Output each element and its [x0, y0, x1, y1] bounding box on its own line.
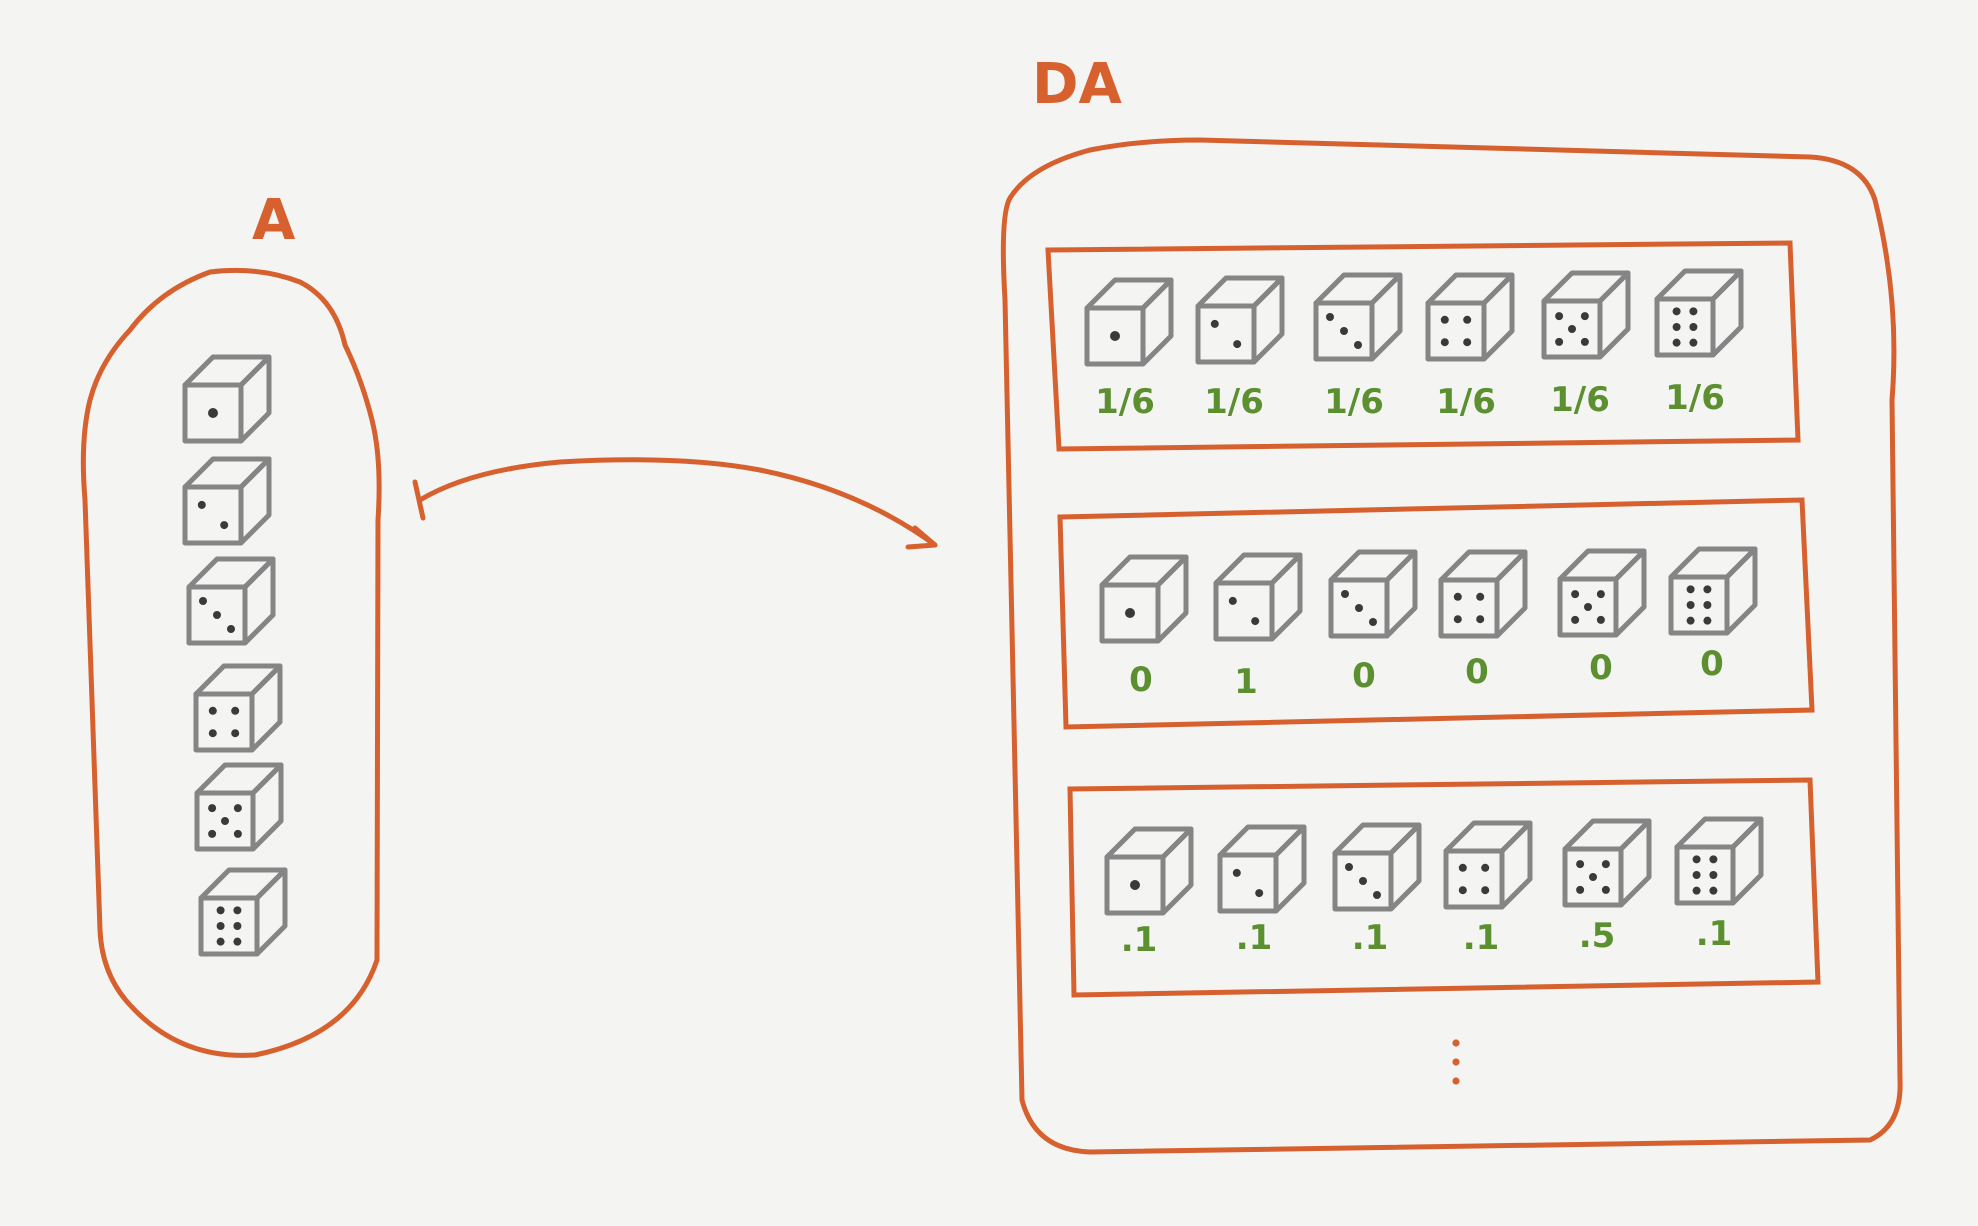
distribution-box-2 [1057, 497, 1815, 730]
distribution-box-1 [1045, 240, 1801, 452]
die-face-6-icon [1668, 546, 1758, 636]
probability-label: 0 [1129, 660, 1153, 700]
die-face-2-icon [1217, 824, 1307, 914]
probability-label: 0 [1589, 648, 1613, 688]
die-face-3-icon [1313, 272, 1403, 362]
set-da-label: DA [1032, 52, 1122, 117]
probability-label: 1/6 [1095, 382, 1155, 422]
die-face-1-icon [182, 354, 272, 444]
die-face-2-icon [182, 456, 272, 546]
probability-label: 1/6 [1436, 382, 1496, 422]
die-face-5-icon [1557, 548, 1647, 638]
die-face-4-icon [1443, 820, 1533, 910]
probability-label: 0 [1352, 656, 1376, 696]
die-face-4-icon [1438, 549, 1528, 639]
die-face-6-icon [1674, 816, 1764, 906]
probability-label: 0 [1465, 652, 1489, 692]
die-face-1-icon [1084, 277, 1174, 367]
die-face-2-icon [1213, 552, 1303, 642]
probability-label: .1 [1235, 918, 1273, 958]
die-face-6-icon [198, 867, 288, 957]
set-da-outline [1000, 137, 1903, 1155]
set-a-outline [80, 267, 382, 1058]
probability-label: 1/6 [1324, 382, 1384, 422]
die-face-1-icon [1104, 826, 1194, 916]
die-face-3-icon [1332, 822, 1422, 912]
probability-label: .1 [1120, 920, 1158, 960]
probability-label: .5 [1578, 916, 1616, 956]
probability-label: .1 [1351, 918, 1389, 958]
probability-label: .1 [1462, 918, 1500, 958]
probability-label: 1/6 [1204, 382, 1264, 422]
die-face-5-icon [194, 762, 284, 852]
die-face-4-icon [1425, 272, 1515, 362]
continuation-dots [1452, 1039, 1460, 1085]
die-face-4-icon [193, 663, 283, 753]
die-face-2-icon [1195, 275, 1285, 365]
die-face-5-icon [1541, 270, 1631, 360]
die-face-5-icon [1562, 818, 1652, 908]
die-face-3-icon [1328, 549, 1418, 639]
probability-label: 1/6 [1665, 378, 1725, 418]
probability-label: .1 [1695, 914, 1733, 954]
die-face-1-icon [1099, 554, 1189, 644]
die-face-6-icon [1654, 268, 1744, 358]
set-a-label: A [252, 188, 296, 253]
maps-to-arrow-icon [412, 457, 938, 550]
die-face-3-icon [186, 556, 276, 646]
probability-label: 0 [1700, 644, 1724, 684]
probability-label: 1/6 [1550, 380, 1610, 420]
probability-label: 1 [1234, 662, 1258, 702]
distribution-box-3 [1067, 777, 1821, 998]
